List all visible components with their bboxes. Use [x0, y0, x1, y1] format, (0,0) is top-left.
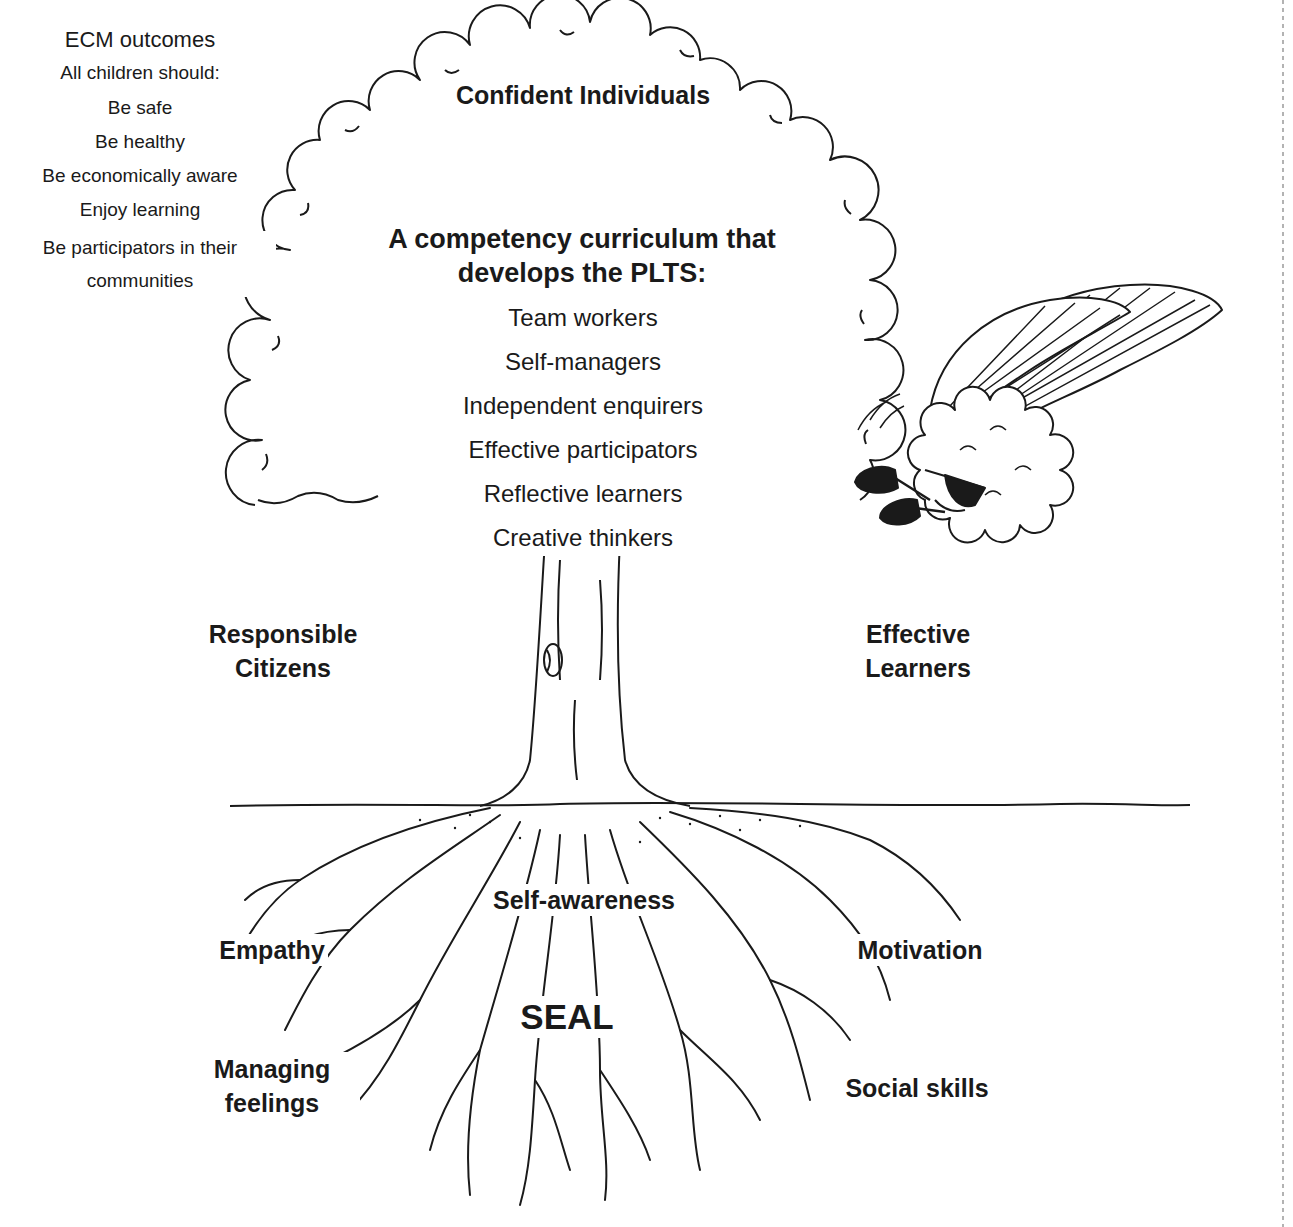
canopy-heading: Confident Individuals	[453, 79, 713, 111]
intro-text: All children should:	[57, 60, 222, 86]
soil-dots	[419, 814, 801, 843]
plts-item: Reflective learners	[481, 476, 686, 512]
root-label: Empathy	[216, 934, 328, 966]
outcome-item: Be participators in their communities	[4, 231, 276, 297]
plts-item: Team workers	[505, 300, 660, 336]
plts-item: Self-managers	[502, 344, 664, 380]
margin-line	[1282, 0, 1284, 1227]
tree-roots	[235, 808, 960, 1205]
branch-label: Effective Learners	[816, 617, 1021, 685]
tree-trunk	[480, 540, 690, 806]
ground-line	[230, 803, 1190, 806]
branch-label: Responsible Citizens	[181, 617, 386, 685]
plts-item: Effective participators	[466, 432, 701, 468]
plts-item: Creative thinkers	[490, 520, 676, 556]
outcome-item: Be healthy	[92, 129, 188, 155]
flying-character	[855, 285, 1222, 543]
curriculum-heading: A competency curriculum that develops th…	[377, 222, 787, 290]
tree-canopy	[225, 0, 905, 505]
outcome-item: Enjoy learning	[77, 197, 203, 223]
outcome-item: Be safe	[105, 95, 175, 121]
root-label: Social skills	[842, 1072, 991, 1104]
plts-item: Independent enquirers	[460, 388, 706, 424]
outcome-item: Be economically aware	[39, 163, 240, 189]
root-label: Motivation	[855, 934, 986, 966]
section-heading: ECM outcomes	[62, 26, 218, 54]
root-label: Self-awareness	[490, 884, 678, 916]
root-label: Managing feelings	[185, 1052, 360, 1120]
root-core-label: SEAL	[517, 996, 616, 1038]
